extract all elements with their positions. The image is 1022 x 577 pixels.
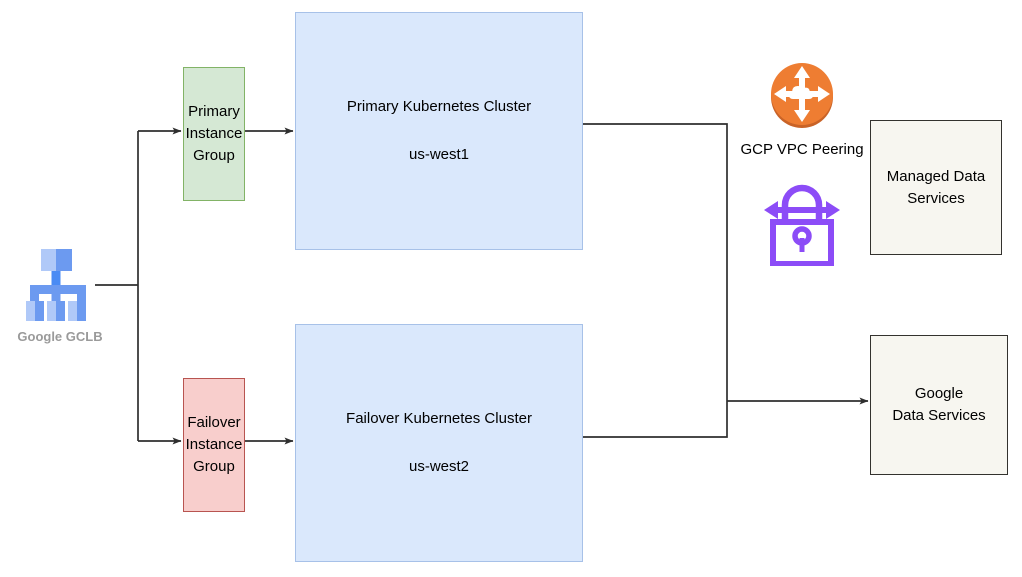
- primary-instance-group-line-3: Group: [193, 146, 235, 164]
- google-gclb-label: Google GCLB: [17, 329, 103, 344]
- google-data-services-line-1: Google: [914, 385, 964, 403]
- primary-instance-group-box[interactable]: Primary Instance Group: [183, 67, 245, 201]
- vpc-peering-icon: [769, 61, 835, 129]
- google-cloud-load-balancer-icon: [26, 249, 94, 321]
- gcp-vpc-peering-label: GCP VPC Peering: [740, 141, 864, 158]
- managed-data-services-line-1: Managed Data: [886, 167, 986, 185]
- failover-cluster-name: Failover Kubernetes Cluster: [346, 410, 532, 428]
- primary-kubernetes-cluster-box[interactable]: Primary Kubernetes Cluster us-west1: [295, 12, 583, 250]
- encrypted-lock-icon: [761, 172, 843, 267]
- managed-data-services-box[interactable]: Managed Data Services: [870, 120, 1002, 255]
- connector-primary-cluster-to-bus: [583, 123, 728, 401]
- primary-cluster-region: us-west1: [408, 146, 470, 163]
- managed-data-services-line-2: Services: [907, 189, 965, 207]
- failover-kubernetes-cluster-box[interactable]: Failover Kubernetes Cluster us-west2: [295, 324, 583, 562]
- failover-instance-group-line-1: Failover: [187, 414, 241, 432]
- failover-instance-group-line-2: Instance: [185, 436, 243, 454]
- failover-instance-group-box[interactable]: Failover Instance Group: [183, 378, 245, 512]
- failover-cluster-region: us-west2: [408, 458, 470, 475]
- primary-cluster-name: Primary Kubernetes Cluster: [346, 98, 532, 116]
- google-data-services-line-2: Data Services: [892, 407, 986, 424]
- primary-instance-group-line-2: Instance: [185, 125, 243, 143]
- google-data-services-box[interactable]: Google Data Services: [870, 335, 1008, 475]
- primary-instance-group-line-1: Primary: [188, 103, 240, 121]
- connector-failover-cluster-to-bus: [583, 401, 728, 438]
- failover-instance-group-line-3: Group: [193, 457, 235, 475]
